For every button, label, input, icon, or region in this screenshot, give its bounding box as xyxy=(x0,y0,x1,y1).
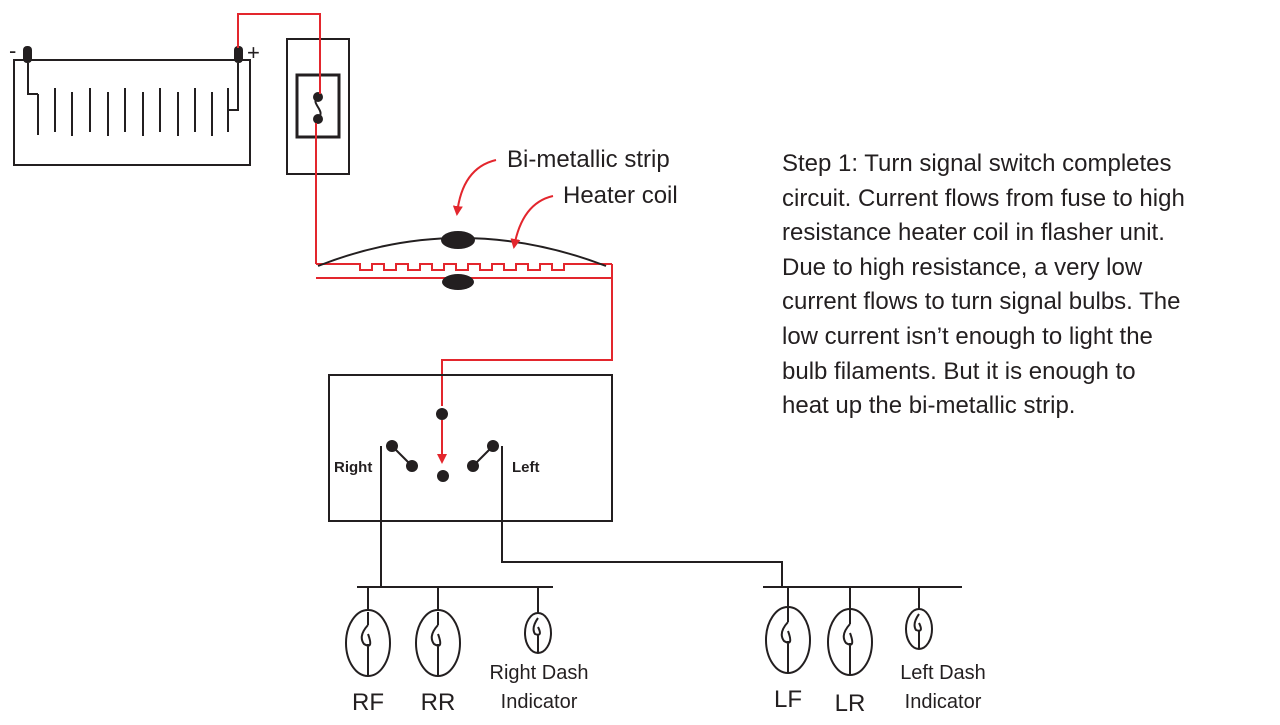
bulb-rr-label: RR xyxy=(421,689,456,716)
switch-left-blade xyxy=(472,445,494,467)
output-wiring xyxy=(357,446,962,588)
wire-flasher-to-switch xyxy=(441,264,613,406)
bulb-left-dash-filament xyxy=(913,613,922,649)
fuse xyxy=(286,38,350,175)
fuse-housing xyxy=(286,38,350,175)
switch-center-contact xyxy=(437,470,449,482)
bulb-rf xyxy=(345,587,391,677)
battery-plates xyxy=(27,63,239,136)
bulb-lr-filament xyxy=(842,623,854,661)
switch-right-label: Right xyxy=(334,459,372,476)
battery-positive-terminal xyxy=(234,46,243,63)
left-dash-label-line1: Left Dash xyxy=(900,662,986,684)
annotations: Bi-metallic strip Heater coil xyxy=(452,146,678,249)
bimetallic-pointer-arrow xyxy=(452,159,497,216)
step-description-line: Step 1: Turn signal switch completes xyxy=(782,150,1172,177)
step-description-line: resistance heater coil in flasher unit. xyxy=(782,219,1165,247)
battery-negative-label: - xyxy=(9,38,16,63)
battery-case xyxy=(13,59,251,166)
wire-left-output xyxy=(501,446,783,587)
battery: - + xyxy=(9,38,260,166)
bulb-lf-label: LF xyxy=(774,686,802,713)
bulb-lf-filament xyxy=(780,621,792,659)
bulb-rr xyxy=(415,587,461,677)
right-dash-label-line1: Right Dash xyxy=(490,662,589,684)
step-description-line: Due to high resistance, a very low xyxy=(782,253,1143,281)
step-description-line: current flows to turn signal bulbs. The xyxy=(782,288,1181,316)
step-description-line: heat up the bi-metallic strip. xyxy=(782,392,1076,420)
step-description-line: low current isn’t enough to light the xyxy=(782,322,1153,350)
switch-housing xyxy=(328,374,613,522)
wire-battery-to-fuse xyxy=(237,13,321,94)
bulb-right-dash-filament xyxy=(532,617,541,653)
switch-right-blade xyxy=(391,445,413,467)
flasher-unit xyxy=(317,231,607,290)
turn-signal-switch: Right Left xyxy=(328,374,613,522)
bulb-lf xyxy=(765,587,811,674)
heater-coil-pointer-arrow xyxy=(510,195,554,249)
heater-coil-label: Heater coil xyxy=(563,182,678,209)
bulb-left-dash xyxy=(905,587,933,650)
bulb-rr-filament xyxy=(430,624,442,662)
switch-input-contact xyxy=(436,408,448,420)
bimetallic-contact-bottom xyxy=(442,274,474,290)
battery-negative-terminal xyxy=(23,46,32,63)
current-path xyxy=(237,13,613,464)
step-description: Step 1: Turn signal switch completes cir… xyxy=(782,147,1262,424)
step-description-line: bulb filaments. But it is enough to xyxy=(782,357,1136,385)
fuse-contact-bottom xyxy=(313,114,323,124)
heater-coil xyxy=(316,263,612,271)
fuse-element-box xyxy=(295,73,341,139)
bulb-rf-label: RF xyxy=(352,689,384,716)
bulb-rf-filament xyxy=(360,624,372,662)
battery-positive-label: + xyxy=(247,40,260,65)
step-description-line: circuit. Current flows from fuse to high xyxy=(782,184,1185,212)
bimetallic-contact-top xyxy=(441,231,475,249)
bulb-lr xyxy=(827,587,873,676)
bimetallic-strip-label: Bi-metallic strip xyxy=(507,146,670,173)
switch-left-label: Left xyxy=(512,459,540,476)
bulb-right-dash xyxy=(524,587,552,654)
fuse-contact-top xyxy=(313,92,323,102)
bulb-lr-label: LR xyxy=(835,690,866,717)
left-dash-label-line2: Indicator xyxy=(905,691,982,713)
right-dash-label-line2: Indicator xyxy=(501,691,578,713)
